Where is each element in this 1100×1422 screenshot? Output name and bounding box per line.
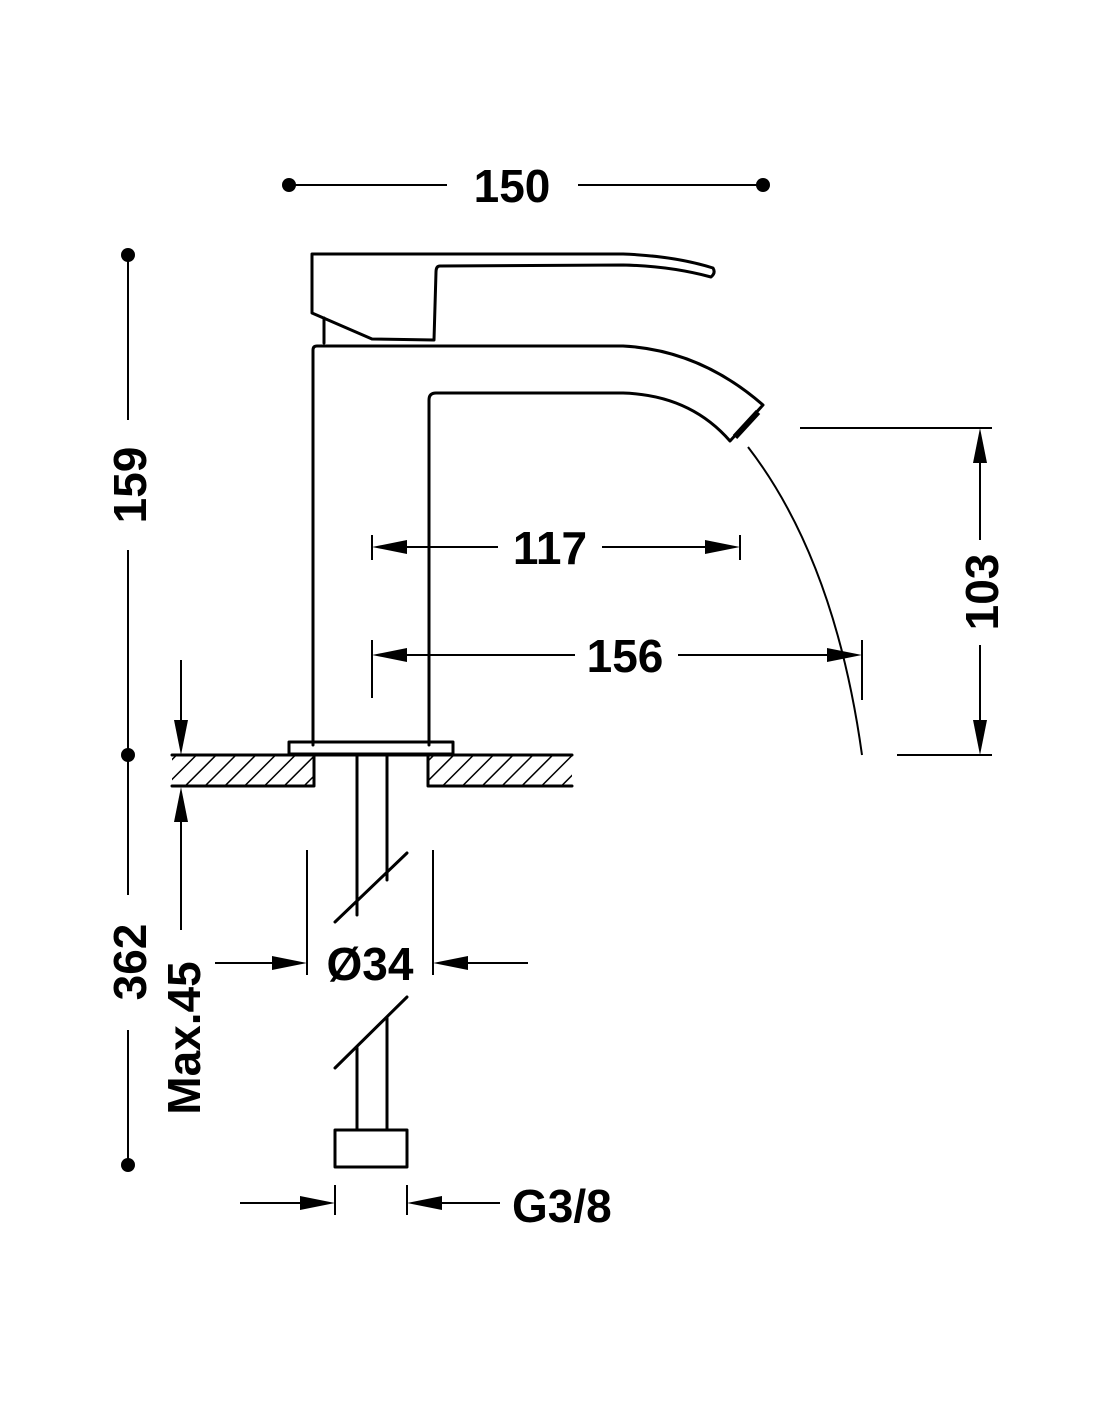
width-label: 150 xyxy=(474,160,551,212)
water-stream xyxy=(747,446,863,756)
width-dimension: 150 xyxy=(282,160,770,212)
deck xyxy=(170,753,574,788)
thread-label: G3/8 xyxy=(512,1180,612,1232)
max-thickness-label: Max.45 xyxy=(158,961,210,1114)
hole-diameter-dimension: Ø34 xyxy=(215,850,528,990)
supply-hose xyxy=(333,753,409,1169)
stream-reach-label: 156 xyxy=(587,630,664,682)
spout-height-dimension: 103 xyxy=(800,427,1008,756)
height-dimension: 159 362 xyxy=(104,248,156,1172)
stream-reach-dimension: 156 xyxy=(371,630,863,700)
thread-dimension: G3/8 xyxy=(240,1180,612,1232)
spout-height-label: 103 xyxy=(956,554,1008,631)
lever-handle xyxy=(310,252,716,342)
height-label: 159 xyxy=(104,447,156,524)
connector-nut xyxy=(333,1128,409,1169)
diameter-label: Ø34 xyxy=(327,938,414,990)
faucet-body xyxy=(311,344,765,747)
deck-thickness-dimension: Max.45 xyxy=(158,660,210,1115)
spout-reach-label: 117 xyxy=(513,522,587,574)
spout-reach-dimension: 117 xyxy=(371,522,741,574)
total-length-label: 362 xyxy=(104,924,156,1001)
